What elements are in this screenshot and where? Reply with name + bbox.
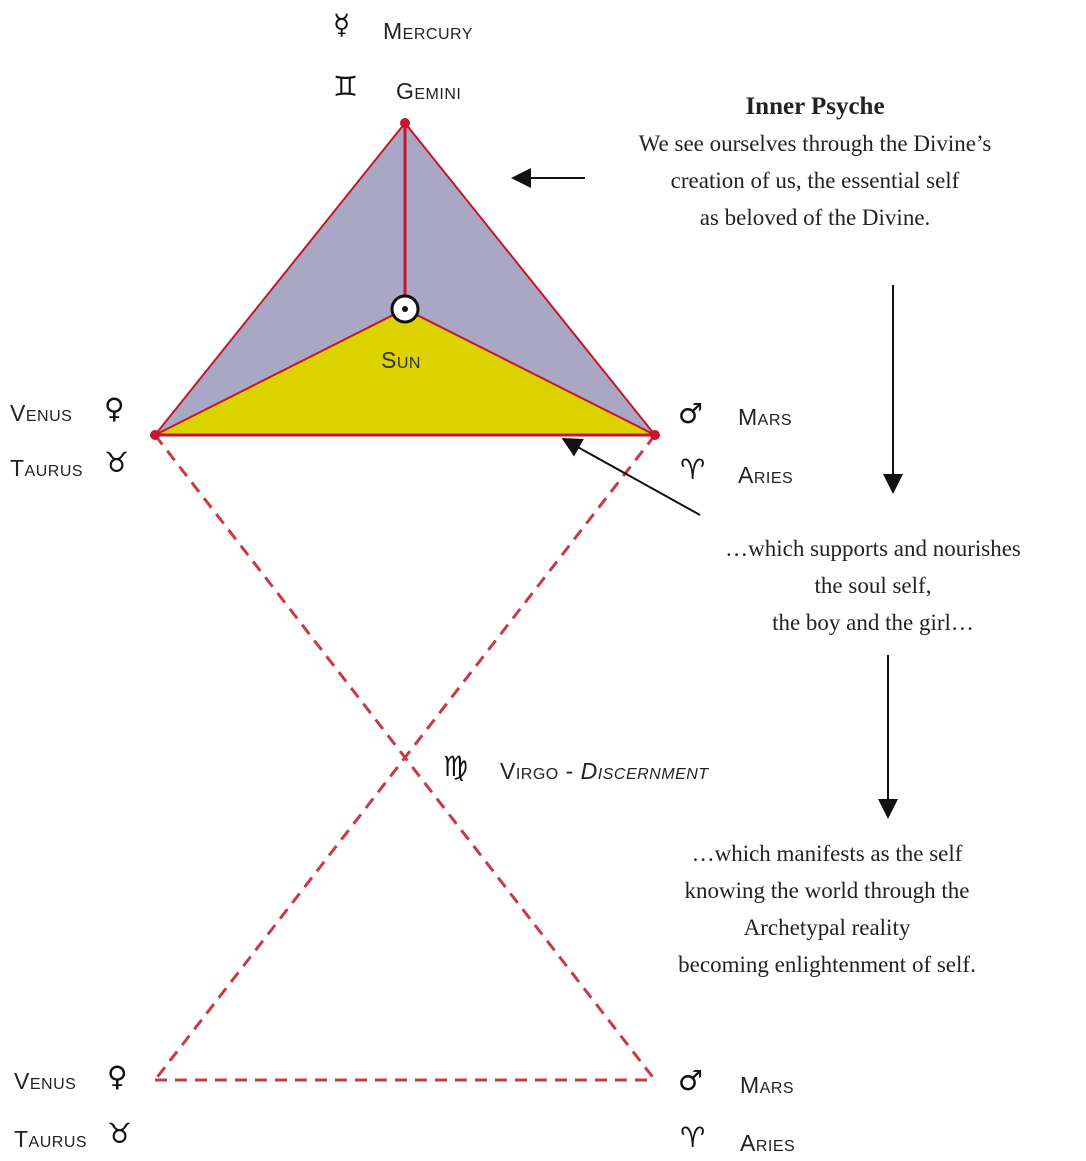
virgo-label: Virgo - Discernment bbox=[500, 758, 709, 785]
arrow-pointing-to-base bbox=[561, 438, 701, 516]
taurus-bottom-icon: ♉ bbox=[107, 1117, 133, 1150]
mars-bottom-icon: ♂ bbox=[678, 1064, 704, 1097]
inner-psyche-block: Inner Psyche We see ourselves through th… bbox=[560, 88, 1070, 236]
supports-line-1: …which supports and nourishes bbox=[725, 536, 1021, 561]
manifests-line-3: Archetypal reality bbox=[743, 915, 911, 940]
taurus-top-label: Taurus bbox=[10, 455, 84, 481]
venus-top-label: Venus bbox=[10, 400, 73, 426]
virgo-label-name: Virgo - bbox=[500, 758, 581, 784]
sun-icon bbox=[390, 294, 420, 324]
manifests-line-2: knowing the world through the bbox=[684, 878, 970, 903]
taurus-bottom-label: Taurus bbox=[14, 1126, 88, 1152]
mars-bottom-label: Mars bbox=[740, 1072, 795, 1098]
manifests-block: …which manifests as the self knowing the… bbox=[612, 835, 1042, 983]
manifests-line-1: …which manifests as the self bbox=[691, 841, 963, 866]
aries-top-label: Aries bbox=[738, 462, 794, 488]
gemini-label: Gemini bbox=[396, 78, 462, 104]
right-vertex-dot bbox=[650, 430, 660, 440]
aries-bottom-label: Aries bbox=[740, 1130, 796, 1156]
sun-label: Sun bbox=[381, 347, 421, 373]
left-vertex-dot bbox=[150, 430, 160, 440]
inner-psyche-line-2: creation of us, the essential self bbox=[670, 168, 960, 193]
inner-psyche-title: Inner Psyche bbox=[745, 93, 885, 120]
virgo-label-discernment: Discernment bbox=[580, 758, 709, 784]
gemini-icon: ♊ bbox=[333, 70, 359, 103]
venus-bottom-label: Venus bbox=[14, 1068, 77, 1094]
dashed-right-diagonal bbox=[153, 434, 657, 1081]
inner-psyche-line-3: as beloved of the Divine. bbox=[699, 205, 931, 230]
apex-dot bbox=[400, 118, 410, 128]
venus-bottom-icon: ♀ bbox=[107, 1060, 128, 1093]
mercury-label: Mercury bbox=[383, 18, 473, 44]
mars-top-icon: ♂ bbox=[678, 397, 704, 430]
manifests-line-4: becoming enlightenment of self. bbox=[678, 952, 976, 977]
supports-line-3: the boy and the girl… bbox=[772, 610, 974, 635]
aries-top-icon: ♈ bbox=[680, 453, 706, 486]
virgo-icon: ♍ bbox=[443, 750, 469, 783]
venus-top-icon: ♀ bbox=[104, 392, 125, 425]
mercury-icon: ☿ bbox=[333, 8, 351, 41]
mars-top-label: Mars bbox=[738, 404, 793, 430]
supports-block: …which supports and nourishes the soul s… bbox=[660, 530, 1086, 641]
taurus-top-icon: ♉ bbox=[104, 446, 130, 479]
aries-bottom-icon: ♈ bbox=[680, 1121, 706, 1154]
inner-psyche-line-1: We see ourselves through the Divine’s bbox=[638, 131, 992, 156]
supports-line-2: the soul self, bbox=[814, 573, 932, 598]
